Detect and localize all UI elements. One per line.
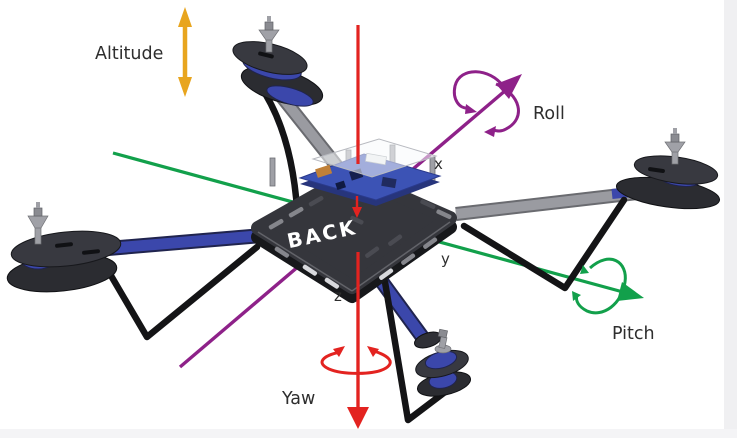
- motor-rear-left: [6, 202, 122, 293]
- pitch-label: Pitch: [612, 324, 655, 344]
- landing-leg-right: [460, 196, 628, 292]
- page-background-bottom: [0, 429, 737, 438]
- yaw-axis-front: [347, 140, 369, 429]
- body-plate: BACK: [251, 168, 457, 303]
- motor-right: [615, 128, 721, 210]
- x-axis-label: x: [434, 155, 443, 173]
- page-background-right: [724, 0, 737, 438]
- quadcopter-illustration: BACK: [6, 16, 721, 424]
- y-axis-label: y: [441, 250, 450, 268]
- landing-leg-rear-left: [99, 243, 261, 341]
- z-axis-label: z: [334, 287, 342, 305]
- motor-front-top: [232, 16, 324, 107]
- flight-controller-board: [269, 138, 442, 206]
- roll-label: Roll: [533, 104, 565, 124]
- altitude-label: Altitude: [95, 44, 163, 64]
- roll-rotation-arrow: [452, 70, 520, 137]
- landing-leg-front-bottom: [381, 278, 449, 424]
- arm-rear-left: [101, 227, 269, 257]
- motor-front-bottom: [414, 328, 472, 397]
- yaw-label: Yaw: [281, 389, 315, 409]
- pitch-rotation-arrow: [572, 257, 627, 315]
- yaw-rotation-arrow: [320, 346, 392, 375]
- altitude-arrow: [178, 7, 192, 97]
- body-plate-slots: [268, 196, 452, 289]
